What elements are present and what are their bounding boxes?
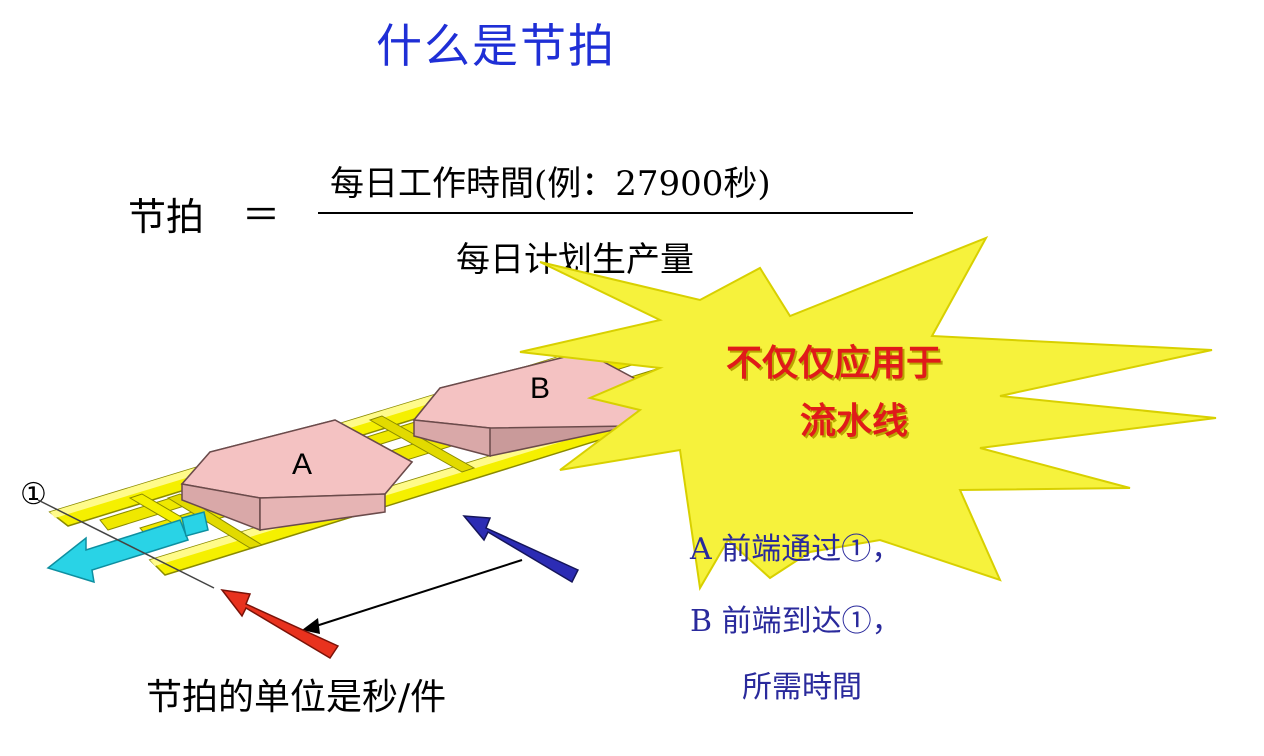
formula-lhs: 节拍 [128,195,205,239]
unit-note: 节拍的单位是秒/件 [146,677,447,718]
note-line-3: 所需時間 [742,670,862,705]
slide-title: 什么是节拍 [376,19,616,73]
marker-label: ① [20,477,47,512]
box-b-label: B [530,372,550,405]
note-line-1: A 前端通过①， [690,532,902,567]
formula-numerator: 每日工作時間(例：27900秒) [330,164,771,204]
burst-line-1: 不仅仅应用于 [726,343,943,384]
box-a: A [180,419,414,532]
outgoing-arrow [46,511,209,584]
blue-arrow [462,515,580,584]
red-arrow [220,588,340,660]
marker-line [37,499,215,589]
timespan-arrow [302,559,523,634]
burst-line-2: 流水线 [800,401,909,442]
formula-equals: ＝ [242,193,281,237]
note-line-2: B 前端到达①， [690,604,902,639]
box-a-label: A [292,448,312,481]
fraction-bar [318,212,913,214]
starburst [519,236,1217,591]
